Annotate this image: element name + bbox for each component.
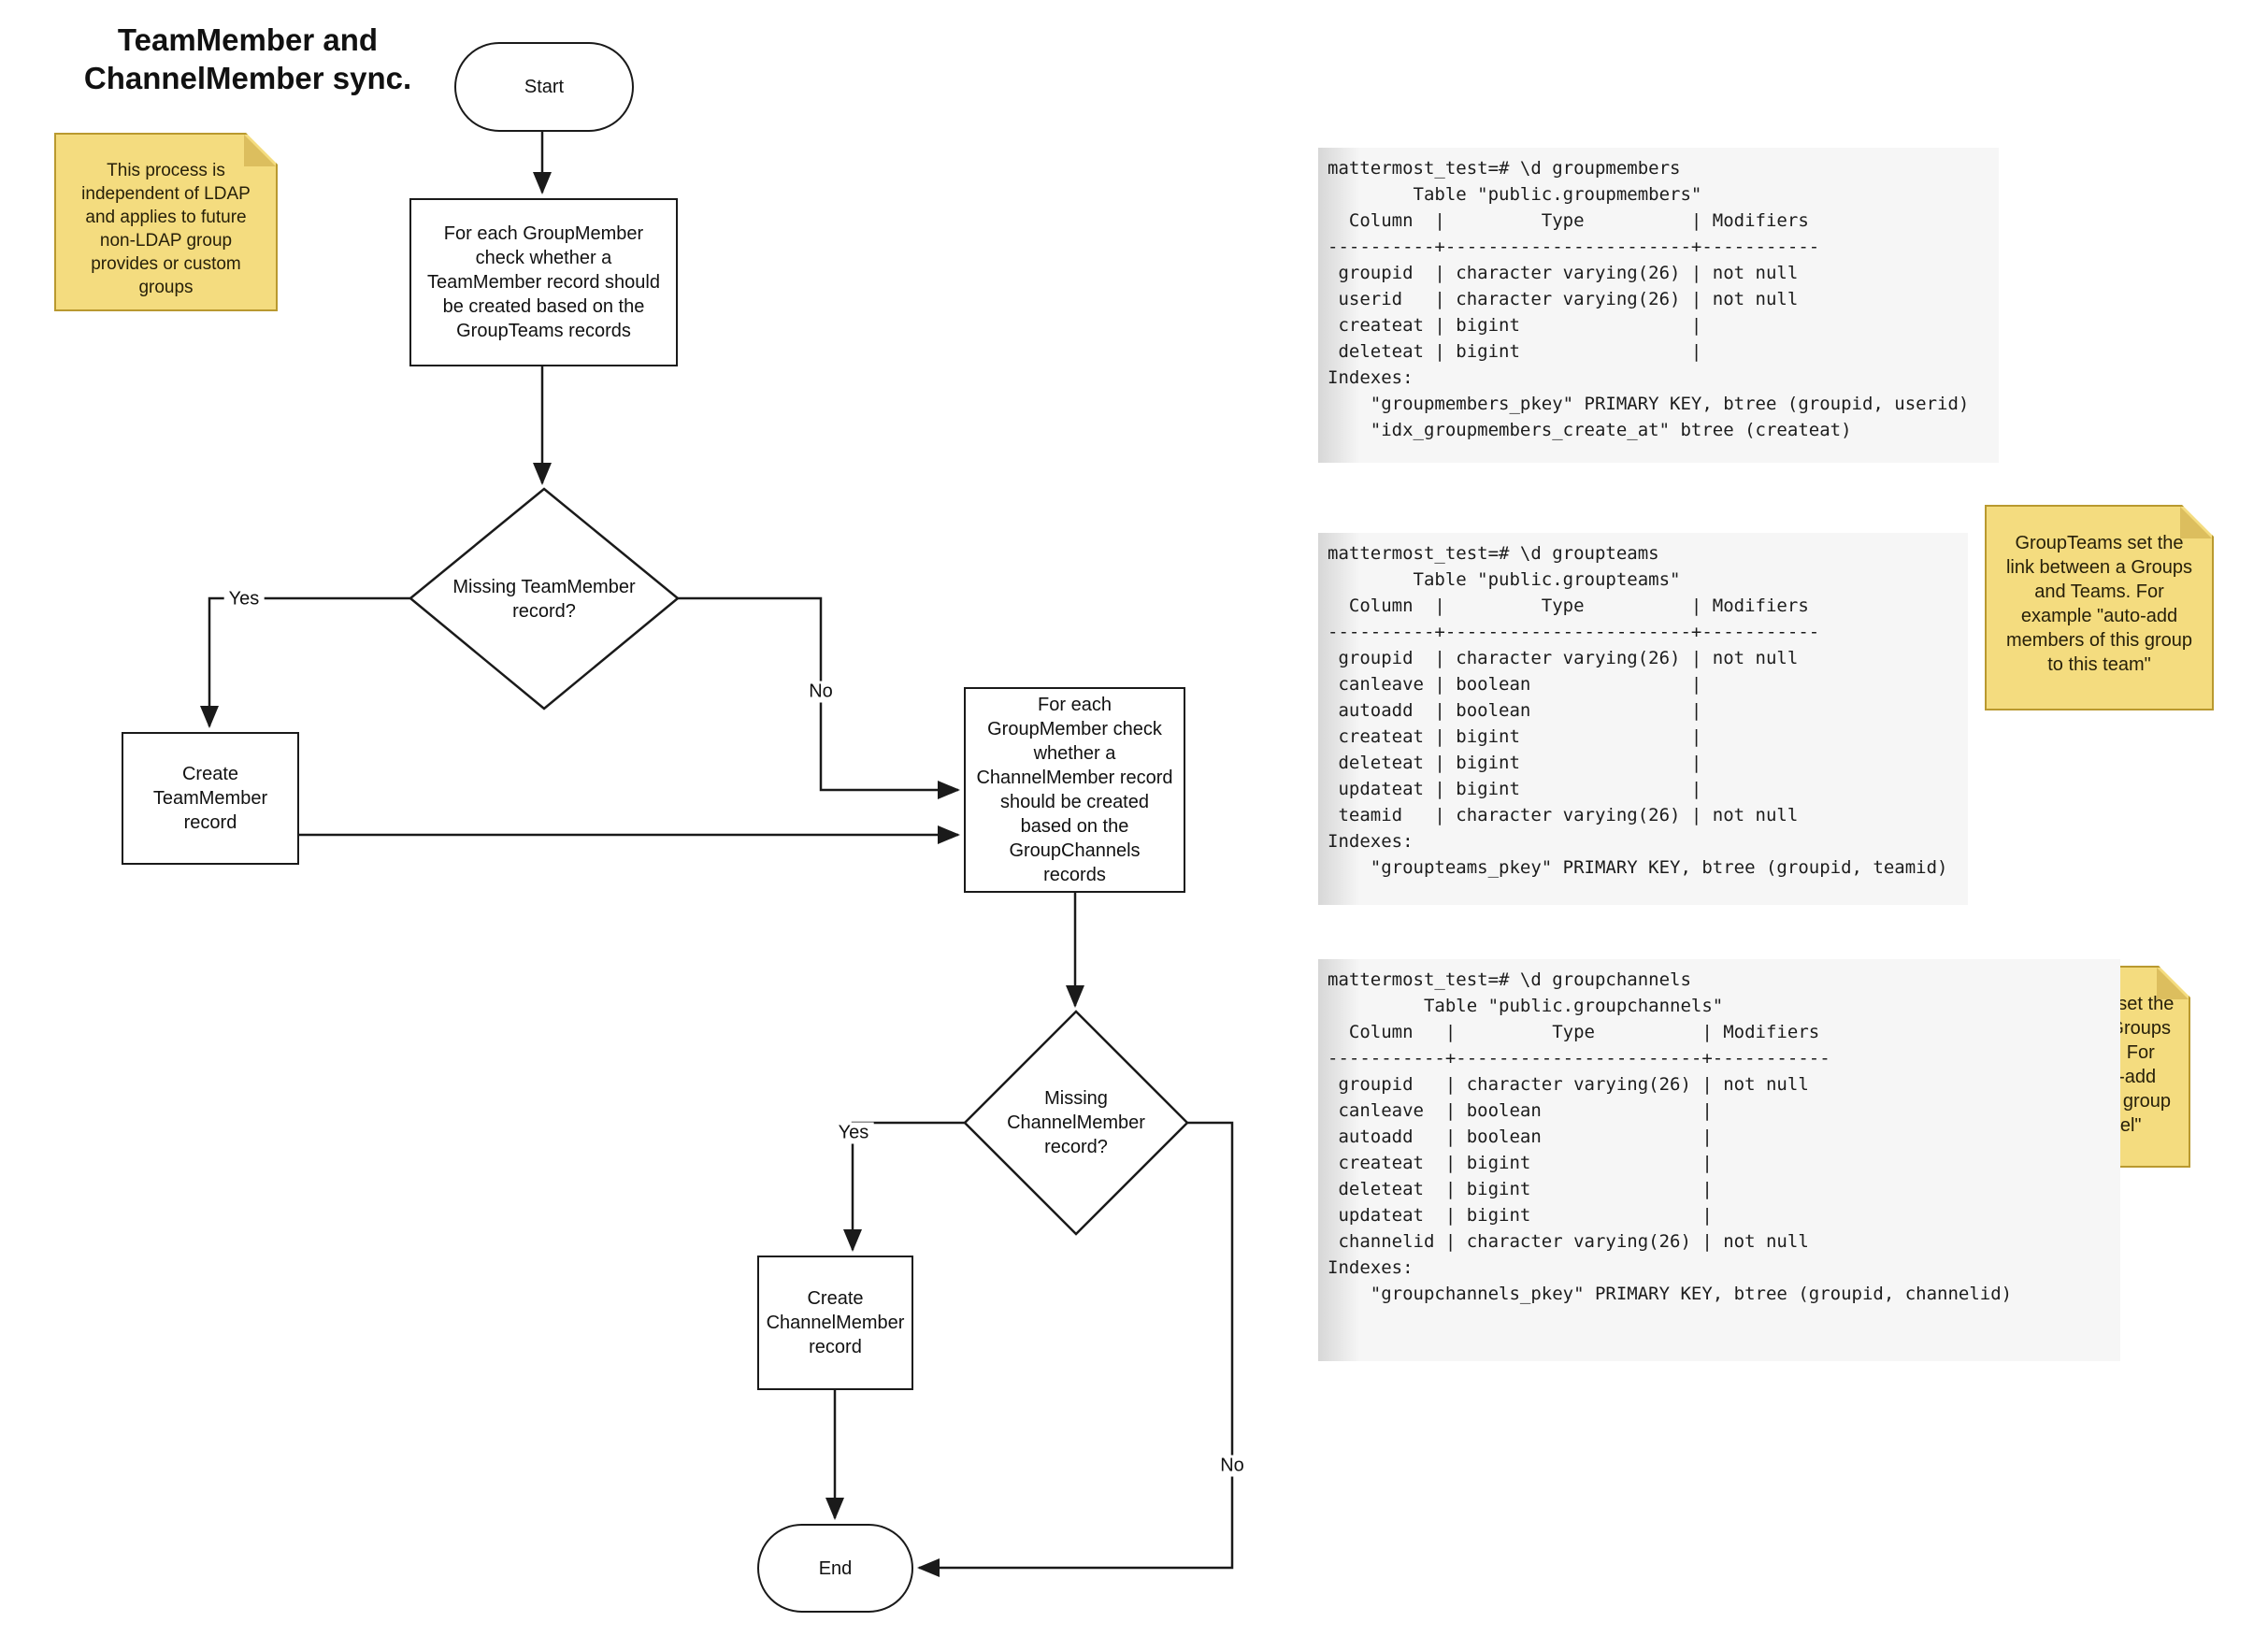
page-title: TeamMember and ChannelMember sync. xyxy=(83,22,412,95)
note-ldap-independent: This process is independent of LDAP and … xyxy=(54,133,278,311)
decision1-diamond xyxy=(409,487,680,710)
edge-label-yes-2: Yes xyxy=(833,1122,874,1144)
edge-label-no-1: No xyxy=(804,681,838,703)
note-groupteams: GroupTeams set the link between a Groups… xyxy=(1985,505,2214,710)
decision-missing-channelmember: Missing ChannelMember record? xyxy=(1007,1088,1145,1157)
process-check-teammember: For each GroupMember check whether a Tea… xyxy=(409,198,678,366)
terminal-groupchannels: mattermost_test=# \d groupchannels Table… xyxy=(1318,959,2120,1361)
process-create-teammember: Create TeamMember record xyxy=(122,732,299,865)
terminal-groupmembers: mattermost_test=# \d groupmembers Table … xyxy=(1318,148,1999,463)
edge-decision2-no xyxy=(917,1121,1234,1577)
process-create-channelmember: Create ChannelMember record xyxy=(757,1256,913,1390)
start-node: Start xyxy=(454,42,634,132)
psql-output-groupchannels: mattermost_test=# \d groupchannels Table… xyxy=(1328,969,2013,1304)
edge-label-no-2: No xyxy=(1215,1455,1249,1477)
decision2-diamond xyxy=(963,1010,1189,1236)
process-check-channelmember: For each GroupMember check whether a Cha… xyxy=(964,687,1185,893)
psql-output-groupteams: mattermost_test=# \d groupteams Table "p… xyxy=(1328,543,1948,878)
note-text: This process is independent of LDAP and … xyxy=(81,161,251,297)
psql-output-groupmembers: mattermost_test=# \d groupmembers Table … xyxy=(1328,158,1970,440)
terminal-groupteams: mattermost_test=# \d groupteams Table "p… xyxy=(1318,533,1968,905)
edge-label-yes-1: Yes xyxy=(223,588,265,610)
note-text: GroupTeams set the link between a Groups… xyxy=(2005,533,2192,675)
edge-decision1-yes xyxy=(200,596,410,728)
decision-missing-teammember: Missing TeamMember record? xyxy=(452,577,636,622)
end-node: End xyxy=(757,1524,913,1613)
